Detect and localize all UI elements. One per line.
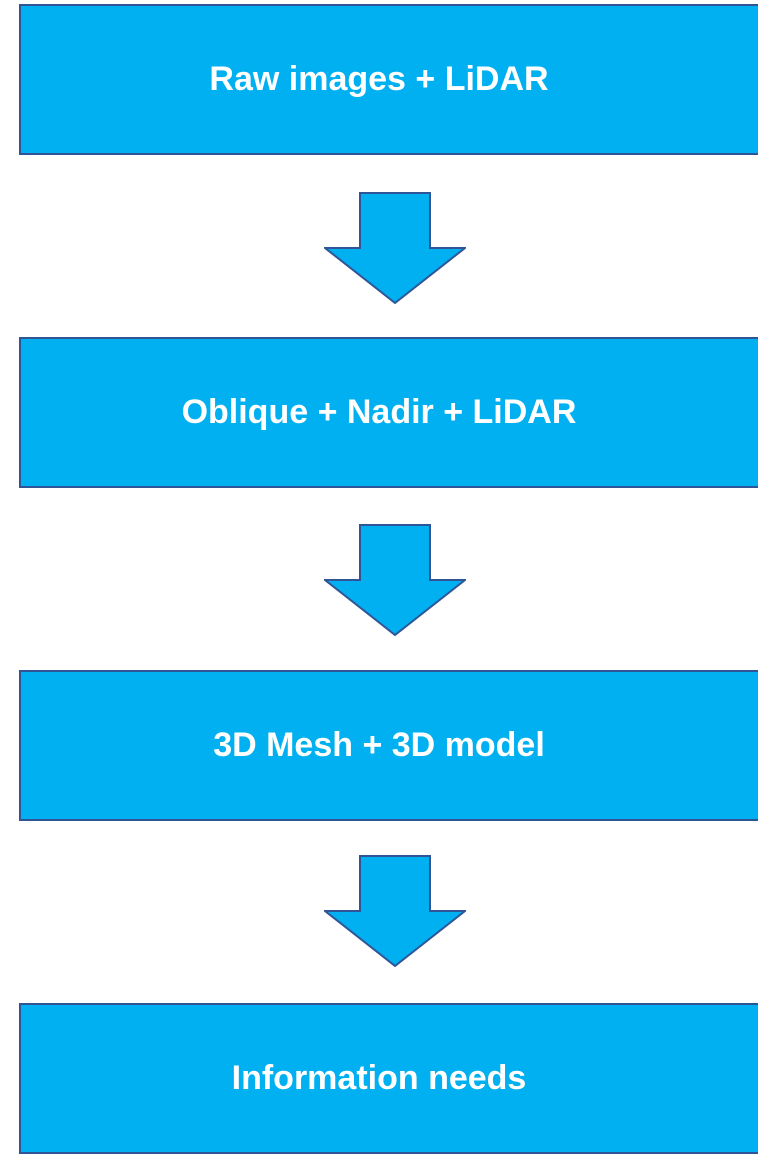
step-label: Information needs [231, 1059, 527, 1097]
step-label: Oblique + Nadir + LiDAR [181, 393, 577, 431]
step-box-3d-mesh: 3D Mesh + 3D model [19, 670, 758, 821]
step-box-information-needs: Information needs [19, 1003, 758, 1154]
arrow-down-icon [324, 524, 466, 637]
step-box-raw-images: Raw images + LiDAR [19, 4, 758, 155]
step-label: Raw images + LiDAR [209, 60, 549, 98]
arrow-down-icon [324, 855, 466, 968]
step-box-oblique-nadir: Oblique + Nadir + LiDAR [19, 337, 758, 488]
step-label: 3D Mesh + 3D model [213, 726, 545, 764]
arrow-down-icon [324, 192, 466, 305]
